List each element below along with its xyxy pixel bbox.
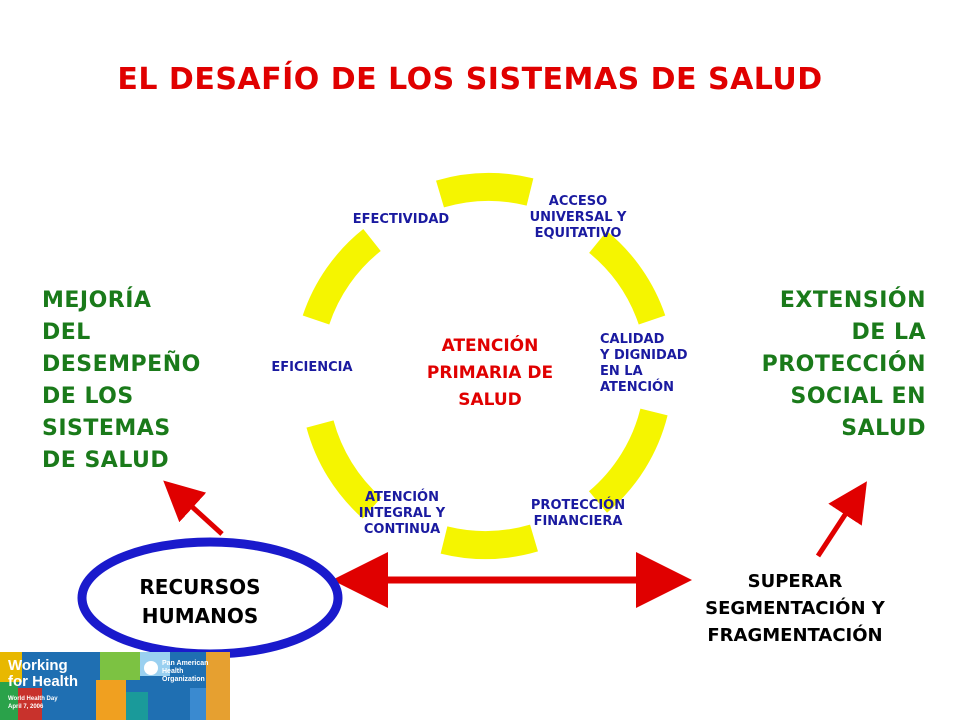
arrow-to-left-goal — [163, 480, 224, 536]
logo-org-3: Organization — [162, 676, 205, 683]
cycle-ring — [302, 172, 668, 560]
cycle-label-calidad: CALIDAD Y DIGNIDAD EN LA ATENCIÓN — [600, 332, 688, 395]
cycle-label-eficiencia: EFICIENCIA — [271, 360, 353, 375]
arrow-to-right-goal — [815, 481, 867, 558]
ring-segment-bottom — [440, 524, 538, 560]
logo-line-1: Working — [8, 657, 68, 674]
logo-mosaic — [0, 652, 230, 720]
logo-small-2: April 7, 2006 — [8, 704, 44, 710]
right-goal-text: EXTENSIÓN DE LA PROTECCIÓN SOCIAL EN SAL… — [761, 288, 926, 441]
logo-org-1: Pan American — [162, 660, 209, 667]
center-label: ATENCIÓN PRIMARIA DE SALUD — [426, 336, 554, 410]
left-goal-text: MEJORÍA DEL DESEMPEÑO DE LOS SISTEMAS DE… — [42, 288, 201, 473]
working-for-health-logo: Working for Health World Health Day Apri… — [0, 652, 230, 720]
cycle-label-efectividad: EFECTIVIDAD — [352, 212, 450, 227]
cycle-label-acceso: ACCESO UNIVERSAL Y EQUITATIVO — [529, 194, 627, 241]
page-title: EL DESAFÍO DE LOS SISTEMAS DE SALUD — [117, 62, 823, 97]
logo-org-2: Health — [162, 668, 184, 675]
ring-segment-lower-left — [306, 420, 382, 519]
logo-line-2: for Health — [8, 673, 79, 690]
logo-small-1: World Health Day — [8, 696, 58, 702]
recursos-humanos-text: RECURSOS HUMANOS — [139, 575, 261, 628]
ring-segment-upper-left — [302, 229, 381, 325]
cycle-label-proteccion: PROTECCIÓN FINANCIERA — [530, 498, 626, 529]
ring-segment-upper-right — [588, 231, 666, 325]
cycle-label-integral: ATENCIÓN INTEGRAL Y CONTINUA — [358, 490, 446, 537]
ring-segment-top — [436, 172, 534, 208]
ring-segment-lower-right — [588, 408, 668, 513]
superar-text: SUPERAR SEGMENTACIÓN Y FRAGMENTACIÓN — [705, 571, 885, 646]
